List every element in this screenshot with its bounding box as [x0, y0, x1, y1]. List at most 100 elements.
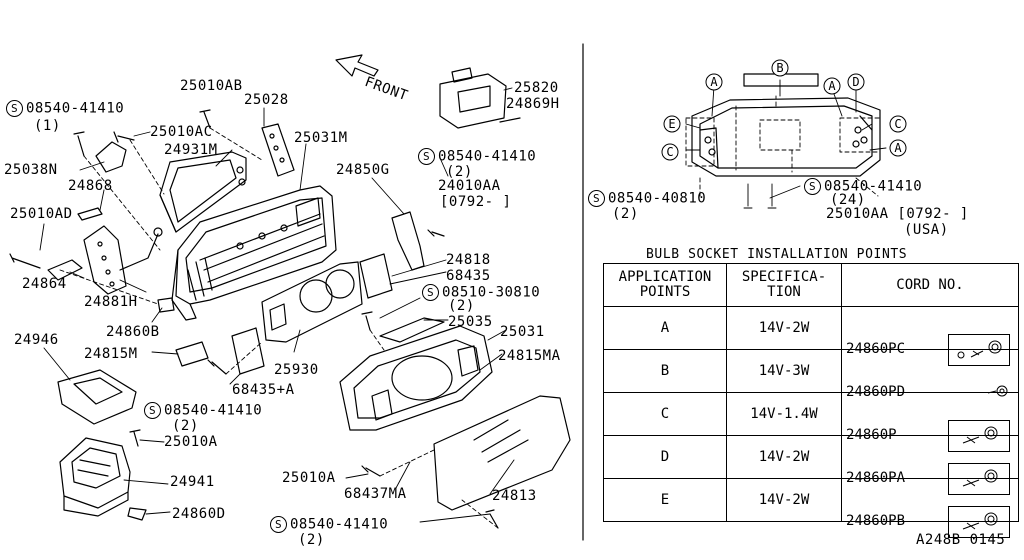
bulb-table-title: BULB SOCKET INSTALLATION POINTS [646, 247, 908, 262]
cell-point: B [603, 349, 727, 393]
callout-label: A [828, 79, 836, 93]
part-label-25010A-2: 25010A [282, 470, 336, 486]
callout-markers: A B A D E C C A [661, 59, 907, 161]
part-label-25930: 25930 [274, 362, 319, 378]
cell-point: E [603, 478, 727, 522]
screws-left [9, 109, 499, 529]
rear-dashed [685, 95, 881, 199]
callout-label: B [776, 61, 783, 75]
bracket-25038N [95, 141, 127, 173]
part-qty-r-s1: (2) [612, 206, 639, 222]
callout-label: C [666, 145, 673, 159]
rear-leaders [685, 79, 887, 209]
bracket-24815M [175, 341, 209, 367]
bulb-socket-icon [948, 420, 1010, 452]
cluster-lid-25031 [339, 325, 493, 431]
part-label-24815MA: 24815MA [498, 348, 561, 364]
part-label-r-usa: (USA) [904, 222, 949, 238]
part-label-24860B: 24860B [106, 324, 160, 340]
cover-glass-24813 [433, 395, 571, 511]
callout-C-2: C [889, 115, 907, 133]
cell-cord: 24860PC [841, 306, 1019, 366]
sheet-68435 [359, 253, 393, 299]
rear-cluster-view [691, 73, 881, 177]
part-qty-s5: (2) [298, 532, 325, 548]
part-label-24868: 24868 [68, 178, 113, 194]
cell-spec: 14V-3W [726, 349, 842, 393]
cell-spec: 14V-2W [726, 478, 842, 522]
leader-lines-left [39, 87, 515, 523]
plate-25028 [261, 123, 295, 177]
part-label-68435: 68435 [446, 268, 491, 284]
bulb-socket-icon [948, 506, 1010, 538]
callout-D: D [847, 73, 865, 91]
bulb-socket-icon [987, 385, 1008, 397]
callout-A-3: A [889, 139, 907, 157]
sheet-68435A [231, 327, 265, 375]
header-cord-no: CORD NO. [841, 263, 1019, 307]
cell-point: D [603, 435, 727, 479]
cell-spec: 14V-2W [726, 306, 842, 350]
part-label-r-25010AA: 25010AA [0792- ] [826, 206, 969, 222]
pad-24946 [57, 369, 137, 425]
part-label-68435A: 68435+A [232, 382, 295, 398]
part-label-25010A: 25010A [164, 434, 218, 450]
part-label-25010AC: 25010AC [150, 124, 213, 140]
cell-spec: 14V-2W [726, 435, 842, 479]
bar-25035 [379, 317, 445, 343]
callout-E: E [663, 115, 681, 133]
part-label-25028: 25028 [244, 92, 289, 108]
part-qty-r-s2: (24) [830, 192, 866, 208]
part-label-24850G: 24850G [336, 162, 390, 178]
unit-24941 [59, 437, 131, 517]
meter-face-25930 [261, 261, 363, 343]
table-row: C 14V-1.4W 24860P [603, 392, 1019, 452]
part-qty-s1: (1) [34, 118, 61, 134]
callout-C-1: C [661, 143, 679, 161]
part-qty-s4: (2) [448, 298, 475, 314]
printed-panel-24881H [83, 225, 163, 295]
part-label-24931M: 24931M [164, 142, 218, 158]
part-qty-s3: (2) [446, 164, 473, 180]
part-label-24869H: 24869H [506, 96, 560, 112]
cell-point: C [603, 392, 727, 436]
meter-housing-25031M [171, 185, 337, 321]
part-label-24813: 24813 [492, 488, 537, 504]
part-label-24818: 24818 [446, 252, 491, 268]
part-qty-s2: (2) [172, 418, 199, 434]
part-label-0792: [0792- ] [440, 194, 512, 210]
part-label-25820: 25820 [514, 80, 559, 96]
front-arrow-icon [335, 54, 379, 77]
part-label-25031M: 25031M [294, 130, 348, 146]
callout-label: A [710, 75, 718, 89]
table-row: D 14V-2W 24860PA [603, 435, 1019, 495]
callout-label: E [668, 117, 675, 131]
part-label-24010AA: 24010AA [438, 178, 501, 194]
clip-24868 [77, 207, 103, 221]
reference-code: A248B 0145 [916, 532, 1006, 548]
circuit-board-24931M [159, 151, 247, 233]
clip-24860D [127, 507, 147, 521]
socket-24860B [157, 297, 175, 313]
part-label-24864: 24864 [22, 276, 67, 292]
part-label-25010AB: 25010AB [180, 78, 243, 94]
part-label-24860D: 24860D [172, 506, 226, 522]
part-label-25031: 25031 [500, 324, 545, 340]
module-25820 [439, 67, 521, 129]
cell-cord: 24860PA [841, 435, 1019, 495]
callout-label: A [894, 141, 902, 155]
cell-cord: 24860PD [841, 349, 1019, 400]
callout-A-2: A [823, 77, 841, 95]
part-label-24941: 24941 [170, 474, 215, 490]
cell-cord: 24860P [841, 392, 1019, 452]
callout-label: C [894, 117, 901, 131]
